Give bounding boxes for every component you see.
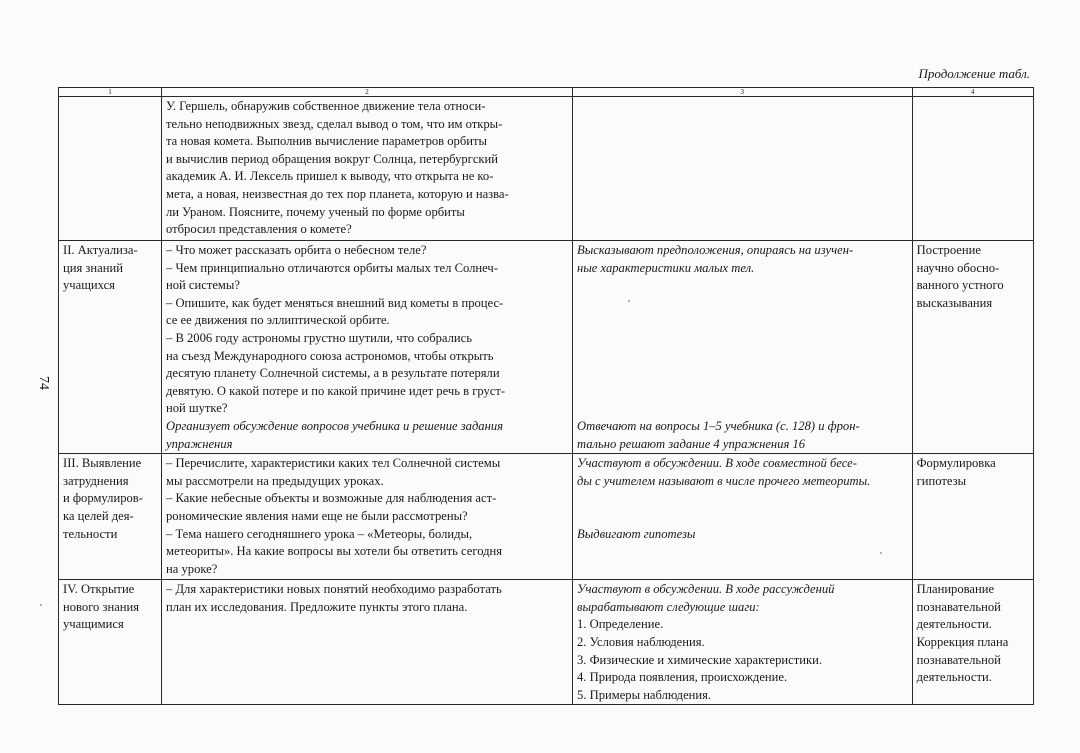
text-line: мета, а новая, неизвестная до тех пор пл…: [166, 186, 509, 201]
text-line: на уроке?: [166, 561, 218, 576]
italic-text-line: Участвуют в обсуждении. В ходе совместно…: [577, 456, 857, 471]
text-line: – Какие небесные объекты и возможные для…: [166, 491, 497, 506]
stage-label-line: III. Выявление: [63, 456, 142, 471]
skill-line: высказывания: [916, 295, 993, 310]
stage-label-line: ция знаний: [63, 260, 123, 275]
skill-line: познавательной: [916, 652, 1001, 667]
stage-label-line: учащимися: [63, 617, 124, 632]
italic-text-line: вырабатывают следующие шаги:: [577, 599, 760, 614]
skill-line: познавательной: [916, 599, 1001, 614]
italic-text-line: Выдвигают гипотезы: [577, 526, 696, 541]
text-line: метеориты». На какие вопросы вы хотели б…: [166, 544, 503, 559]
table-header-row: 1 2 3 4: [58, 87, 1035, 97]
scan-speck: [40, 604, 42, 606]
text-line: – Чем принципиально отличаются орбиты ма…: [166, 260, 498, 275]
text-line: ной системы?: [166, 278, 240, 293]
table-row: IV. Открытие нового знания учащимися – Д…: [58, 579, 1035, 706]
text-line: – Тема нашего сегодняшнего урока – «Мете…: [166, 526, 473, 541]
teacher-activity-cell: – Для характеристики новых понятий необх…: [161, 579, 573, 706]
plan-list-item: 4. Природа появления, происхождение.: [577, 670, 788, 685]
stage-cell: IV. Открытие нового знания учащимися: [58, 579, 162, 706]
text-line: – Для характеристики новых понятий необх…: [166, 582, 502, 597]
stage-cell: [58, 96, 162, 241]
text-line: – Перечислите, характеристики каких тел …: [166, 456, 501, 471]
scan-speck: [628, 300, 630, 302]
student-activity-cell: Высказывают предположения, опираясь на и…: [572, 239, 913, 455]
plan-list-item: 2. Условия наблюдения.: [577, 634, 705, 649]
text-line: академик А. И. Лексель пришел к выводу, …: [166, 169, 494, 184]
skill-line: Формулировка: [916, 456, 996, 471]
italic-text-line: упражнения: [166, 436, 233, 451]
italic-text-line: Отвечают на вопросы 1–5 учебника (с. 128…: [577, 418, 860, 433]
text-line: тельно неподвижных звезд, сделал вывод о…: [166, 116, 503, 131]
header-cell-2: 2: [161, 87, 573, 97]
teacher-activity-cell: У. Гершель, обнаружив собственное движен…: [161, 96, 573, 241]
skill-line: гипотезы: [916, 473, 967, 488]
header-cell-1: 1: [58, 87, 162, 97]
skills-cell: Построение научно обосно- ванного устног…: [911, 239, 1035, 455]
text-line: – В 2006 году астрономы грустно шутили, …: [166, 330, 472, 345]
text-line: ли Ураном. Поясните, почему ученый по фо…: [166, 204, 465, 219]
skill-line: ванного устного: [916, 278, 1004, 293]
text-line: и вычислив период обращения вокруг Солнц…: [166, 151, 499, 166]
student-activity-cell: Участвуют в обсуждении. В ходе совместно…: [572, 453, 913, 581]
skill-line: деятельности.: [916, 617, 992, 632]
stage-label-line: ка целей дея-: [63, 508, 134, 523]
text-line: – Опишите, как будет меняться внешний ви…: [166, 295, 504, 310]
text-line: ной шутке?: [166, 401, 228, 416]
stage-label-line: учащихся: [63, 278, 115, 293]
skill-line: деятельности.: [916, 670, 992, 685]
stage-label-line: нового знания: [63, 599, 140, 614]
stage-cell: III. Выявление затруднения и формулиров-…: [58, 453, 162, 581]
italic-text-line: ные характеристики малых тел.: [577, 260, 755, 275]
plan-list-item: 1. Определение.: [577, 617, 664, 632]
stage-label-line: IV. Открытие: [63, 582, 135, 597]
table-row: У. Гершель, обнаружив собственное движен…: [58, 96, 1035, 241]
student-activity-cell: [572, 96, 913, 241]
teacher-activity-cell: – Что может рассказать орбита о небесном…: [161, 239, 573, 455]
text-line: отбросил представления о комете?: [166, 222, 352, 237]
stage-label-line: II. Актуализа-: [63, 243, 138, 257]
header-cell-4: 4: [911, 87, 1035, 97]
skills-cell: Планирование познавательной деятельности…: [911, 579, 1035, 706]
skill-line: Планирование: [916, 582, 995, 597]
text-line: на съезд Международного союза астрономов…: [166, 348, 494, 363]
text-line: рономические явления нами еще не были ра…: [166, 508, 468, 523]
continuation-label: Продолжение табл.: [918, 66, 1030, 81]
stage-label-line: затруднения: [63, 473, 129, 488]
skill-line: Коррекция плана: [916, 634, 1009, 649]
plan-list-item: 5. Примеры наблюдения.: [577, 687, 712, 702]
text-line: се ее движения по эллиптической орбите.: [166, 313, 390, 328]
skill-line: научно обосно-: [916, 260, 1000, 275]
skill-line: Построение: [916, 243, 981, 257]
table-row: II. Актуализа- ция знаний учащихся – Что…: [58, 239, 1035, 455]
italic-text-line: Высказывают предположения, опираясь на и…: [577, 243, 854, 257]
italic-text-line: ды с учителем называют в числе прочего м…: [577, 473, 871, 488]
italic-text-line: Участвуют в обсуждении. В ходе рассужден…: [577, 582, 835, 597]
text-line: та новая комета. Выполнив вычисление пар…: [166, 134, 487, 149]
text-line: десятую планету Солнечной системы, а в р…: [166, 366, 500, 381]
italic-text-line: Организует обсуждение вопросов учебника …: [166, 418, 504, 433]
text-line: У. Гершель, обнаружив собственное движен…: [166, 99, 486, 113]
text-line: девятую. О какой потере и по какой причи…: [166, 383, 506, 398]
text-line: план их исследования. Предложите пункты …: [166, 599, 468, 614]
student-activity-cell: Участвуют в обсуждении. В ходе рассужден…: [572, 579, 913, 706]
lesson-plan-table: 1 2 3 4 У. Гершель, обнаружив собственно…: [58, 87, 1035, 706]
table-row: III. Выявление затруднения и формулиров-…: [58, 453, 1035, 581]
plan-list-item: 3. Физические и химические характеристик…: [577, 652, 823, 667]
page-number: 74: [36, 376, 51, 390]
stage-cell: II. Актуализа- ция знаний учащихся: [58, 239, 162, 455]
italic-text-line: тально решают задание 4 упражнения 16: [577, 436, 806, 451]
header-cell-3: 3: [572, 87, 913, 97]
stage-label-line: и формулиров-: [63, 491, 143, 506]
text-line: мы рассмотрели на предыдущих уроках.: [166, 473, 384, 488]
skills-cell: Формулировка гипотезы: [911, 453, 1035, 581]
text-line: – Что может рассказать орбита о небесном…: [166, 243, 427, 257]
stage-label-line: тельности: [63, 526, 118, 541]
skills-cell: [911, 96, 1035, 241]
teacher-activity-cell: – Перечислите, характеристики каких тел …: [161, 453, 573, 581]
scan-speck: [880, 552, 882, 554]
